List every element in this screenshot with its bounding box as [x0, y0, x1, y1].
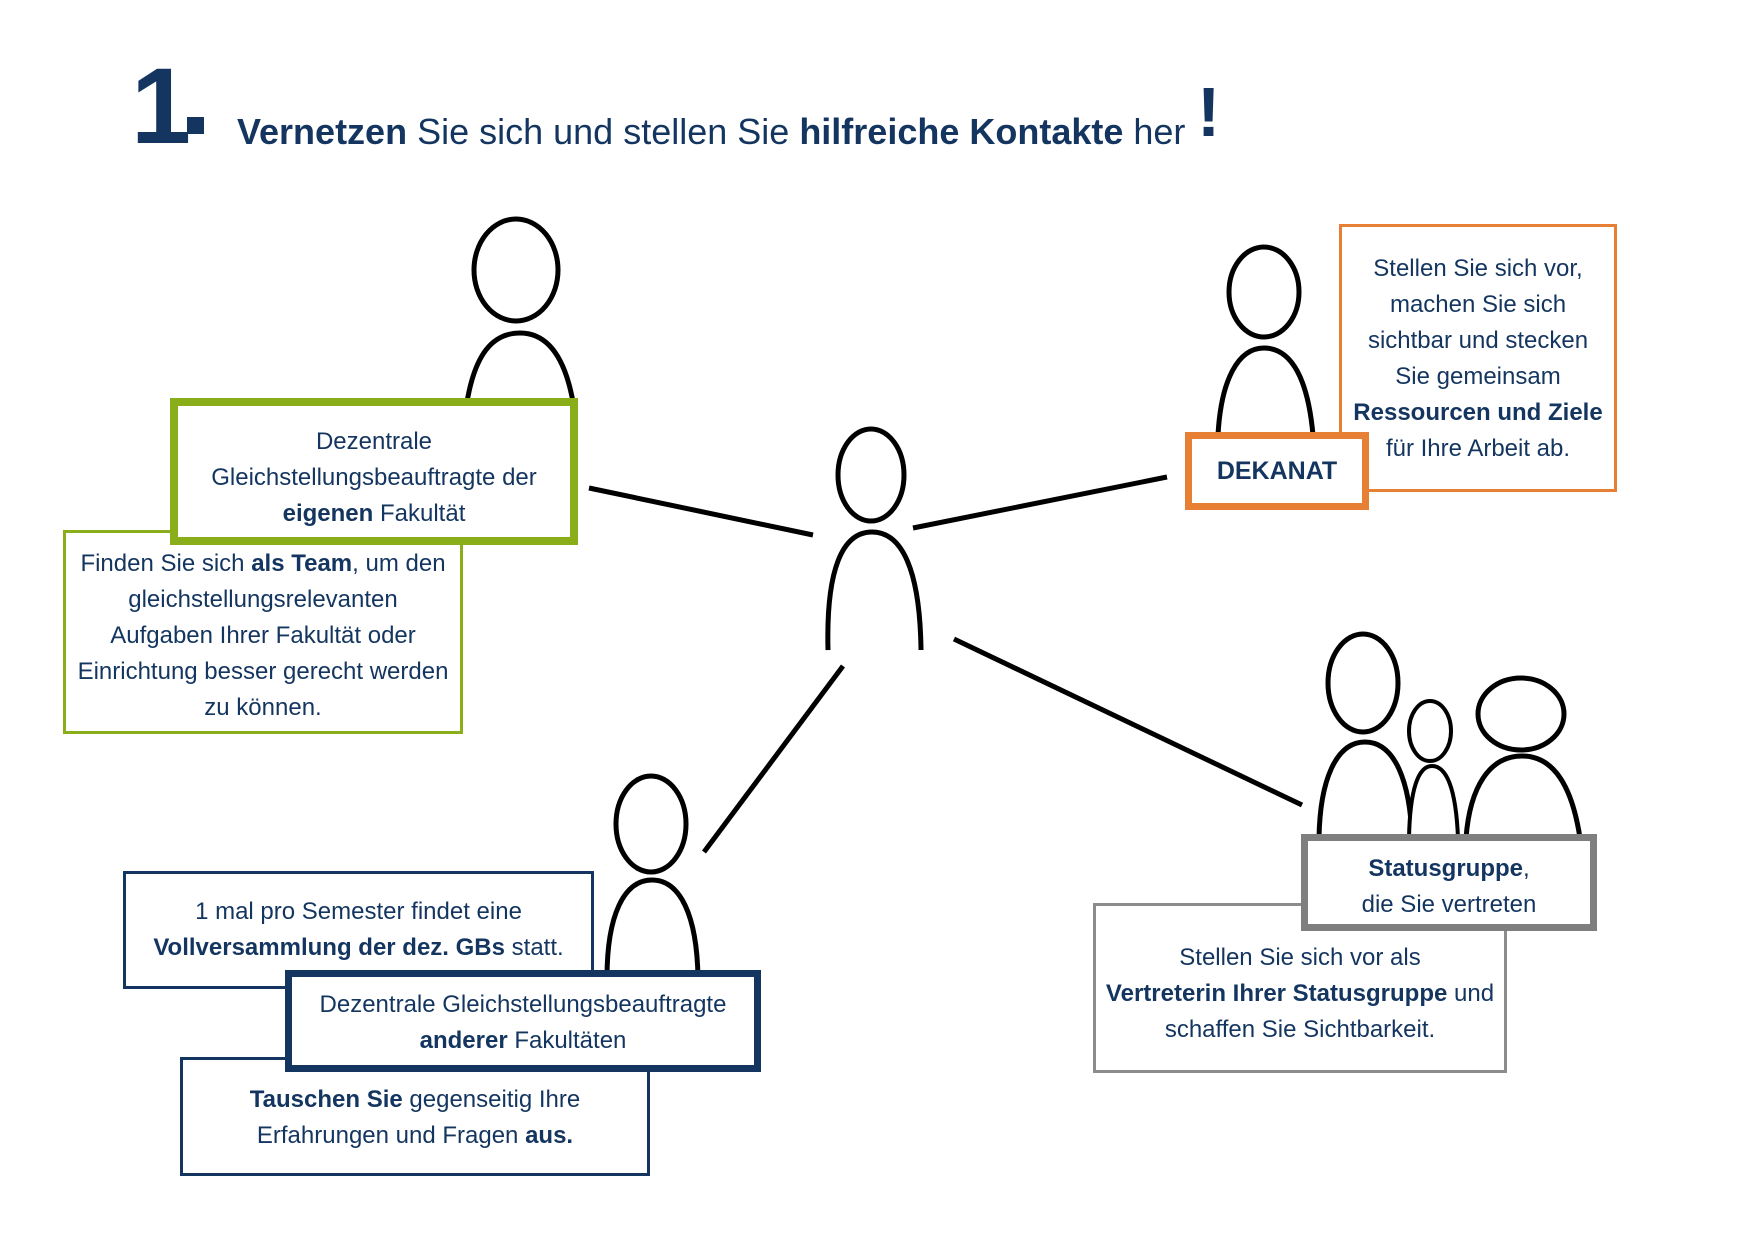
status-group-title-comma: ,	[1523, 855, 1530, 882]
exchange-text-2: Erfahrungen und Fragen	[256, 1122, 526, 1149]
own-faculty-desc-5: Einrichtung besser gerecht werden	[77, 658, 449, 685]
own-faculty-desc-1: Finden Sie sich	[80, 550, 252, 577]
title-text-1: Sie sich und stellen Sie	[407, 111, 800, 152]
own-faculty-title-3: Fakultät	[373, 500, 466, 527]
status-group-desc-1: Stellen Sie sich vor als	[1179, 944, 1421, 971]
own-faculty-desc-2: , um den	[352, 550, 446, 577]
own-faculty-desc-bold: als Team	[251, 550, 353, 577]
person-other-faculties-icon	[604, 773, 701, 979]
other-faculties-title-bold: anderer	[419, 1027, 508, 1054]
connector-status-group	[952, 636, 1304, 808]
own-faculty-title-bold: eigenen	[282, 500, 374, 527]
person-dekanat-icon	[1215, 244, 1316, 436]
plenary-meeting-box: 1 mal pro Semester findet eine Vollversa…	[123, 871, 594, 989]
own-faculty-desc-4: Aufgaben Ihrer Fakultät oder	[110, 622, 416, 649]
exclamation-mark: !	[1197, 73, 1221, 151]
person-own-faculty-icon	[464, 216, 576, 403]
status-group-description-box: Stellen Sie sich vor als Vertreterin Ihr…	[1093, 903, 1507, 1073]
status-group-icon	[1316, 631, 1583, 839]
title-bold-contacts: hilfreiche Kontakte	[799, 111, 1124, 152]
step-number: 1	[131, 45, 191, 166]
exchange-text-1: gegenseitig Ihre	[402, 1086, 581, 1113]
own-faculty-title-box: Dezentrale Gleichstellungsbeauftragte de…	[170, 398, 578, 545]
dekanat-desc-5: für Ihre Arbeit ab.	[1385, 435, 1571, 462]
status-group-title-2: die Sie vertreten	[1361, 891, 1537, 918]
connector-other-faculties	[701, 664, 846, 854]
dekanat-label-box: DEKANAT	[1185, 432, 1369, 510]
exchange-bold-1: Tauschen Sie	[249, 1086, 403, 1113]
status-group-desc-2: und	[1447, 980, 1495, 1007]
own-faculty-description-box: Finden Sie sich als Team, um den gleichs…	[63, 530, 463, 734]
step-number-dot	[187, 117, 204, 134]
dekanat-desc-3: sichtbar und stecken	[1367, 327, 1589, 354]
meeting-text-2: statt.	[504, 934, 564, 961]
own-faculty-title-1: Dezentrale	[315, 428, 433, 455]
connector-dekanat	[912, 474, 1168, 531]
dekanat-desc-2: machen Sie sich	[1389, 291, 1567, 318]
dekanat-desc-4: Sie gemeinsam	[1395, 363, 1561, 390]
other-faculties-title-box: Dezentrale Gleichstellungsbeauftragte an…	[285, 970, 761, 1072]
meeting-text-1: 1 mal pro Semester findet eine	[195, 898, 522, 925]
status-group-title-box: Statusgruppe, die Sie vertreten	[1301, 834, 1597, 931]
other-faculties-title-2: Fakultäten	[507, 1027, 627, 1054]
status-group-title-bold: Statusgruppe	[1368, 855, 1523, 882]
title-bold-network: Vernetzen	[237, 111, 408, 152]
meeting-text-bold: Vollversammlung der dez. GBs	[153, 934, 505, 961]
dekanat-description-box: Stellen Sie sich vor, machen Sie sich si…	[1339, 224, 1617, 492]
own-faculty-title-2: Gleichstellungsbeauftragte der	[211, 464, 537, 491]
status-group-desc-bold: Vertreterin Ihrer Statusgruppe	[1105, 980, 1448, 1007]
exchange-bold-2: aus.	[525, 1122, 574, 1149]
dekanat-desc-bold: Ressourcen und Ziele	[1353, 399, 1603, 426]
own-faculty-desc-6: zu können.	[204, 694, 322, 721]
status-group-desc-3: schaffen Sie Sichtbarkeit.	[1164, 1016, 1436, 1043]
connector-own-faculty	[588, 485, 814, 538]
page-title: Vernetzen Sie sich und stellen Sie hilfr…	[237, 108, 1185, 156]
title-text-2: her	[1123, 111, 1186, 152]
exchange-box: Tauschen Sie gegenseitig Ihre Erfahrunge…	[180, 1057, 650, 1176]
own-faculty-desc-3: gleichstellungsrelevanten	[128, 586, 398, 613]
center-person-icon	[825, 426, 924, 651]
other-faculties-title-1: Dezentrale Gleichstellungsbeauftragte	[319, 991, 727, 1018]
dekanat-desc-1: Stellen Sie sich vor,	[1373, 255, 1583, 282]
